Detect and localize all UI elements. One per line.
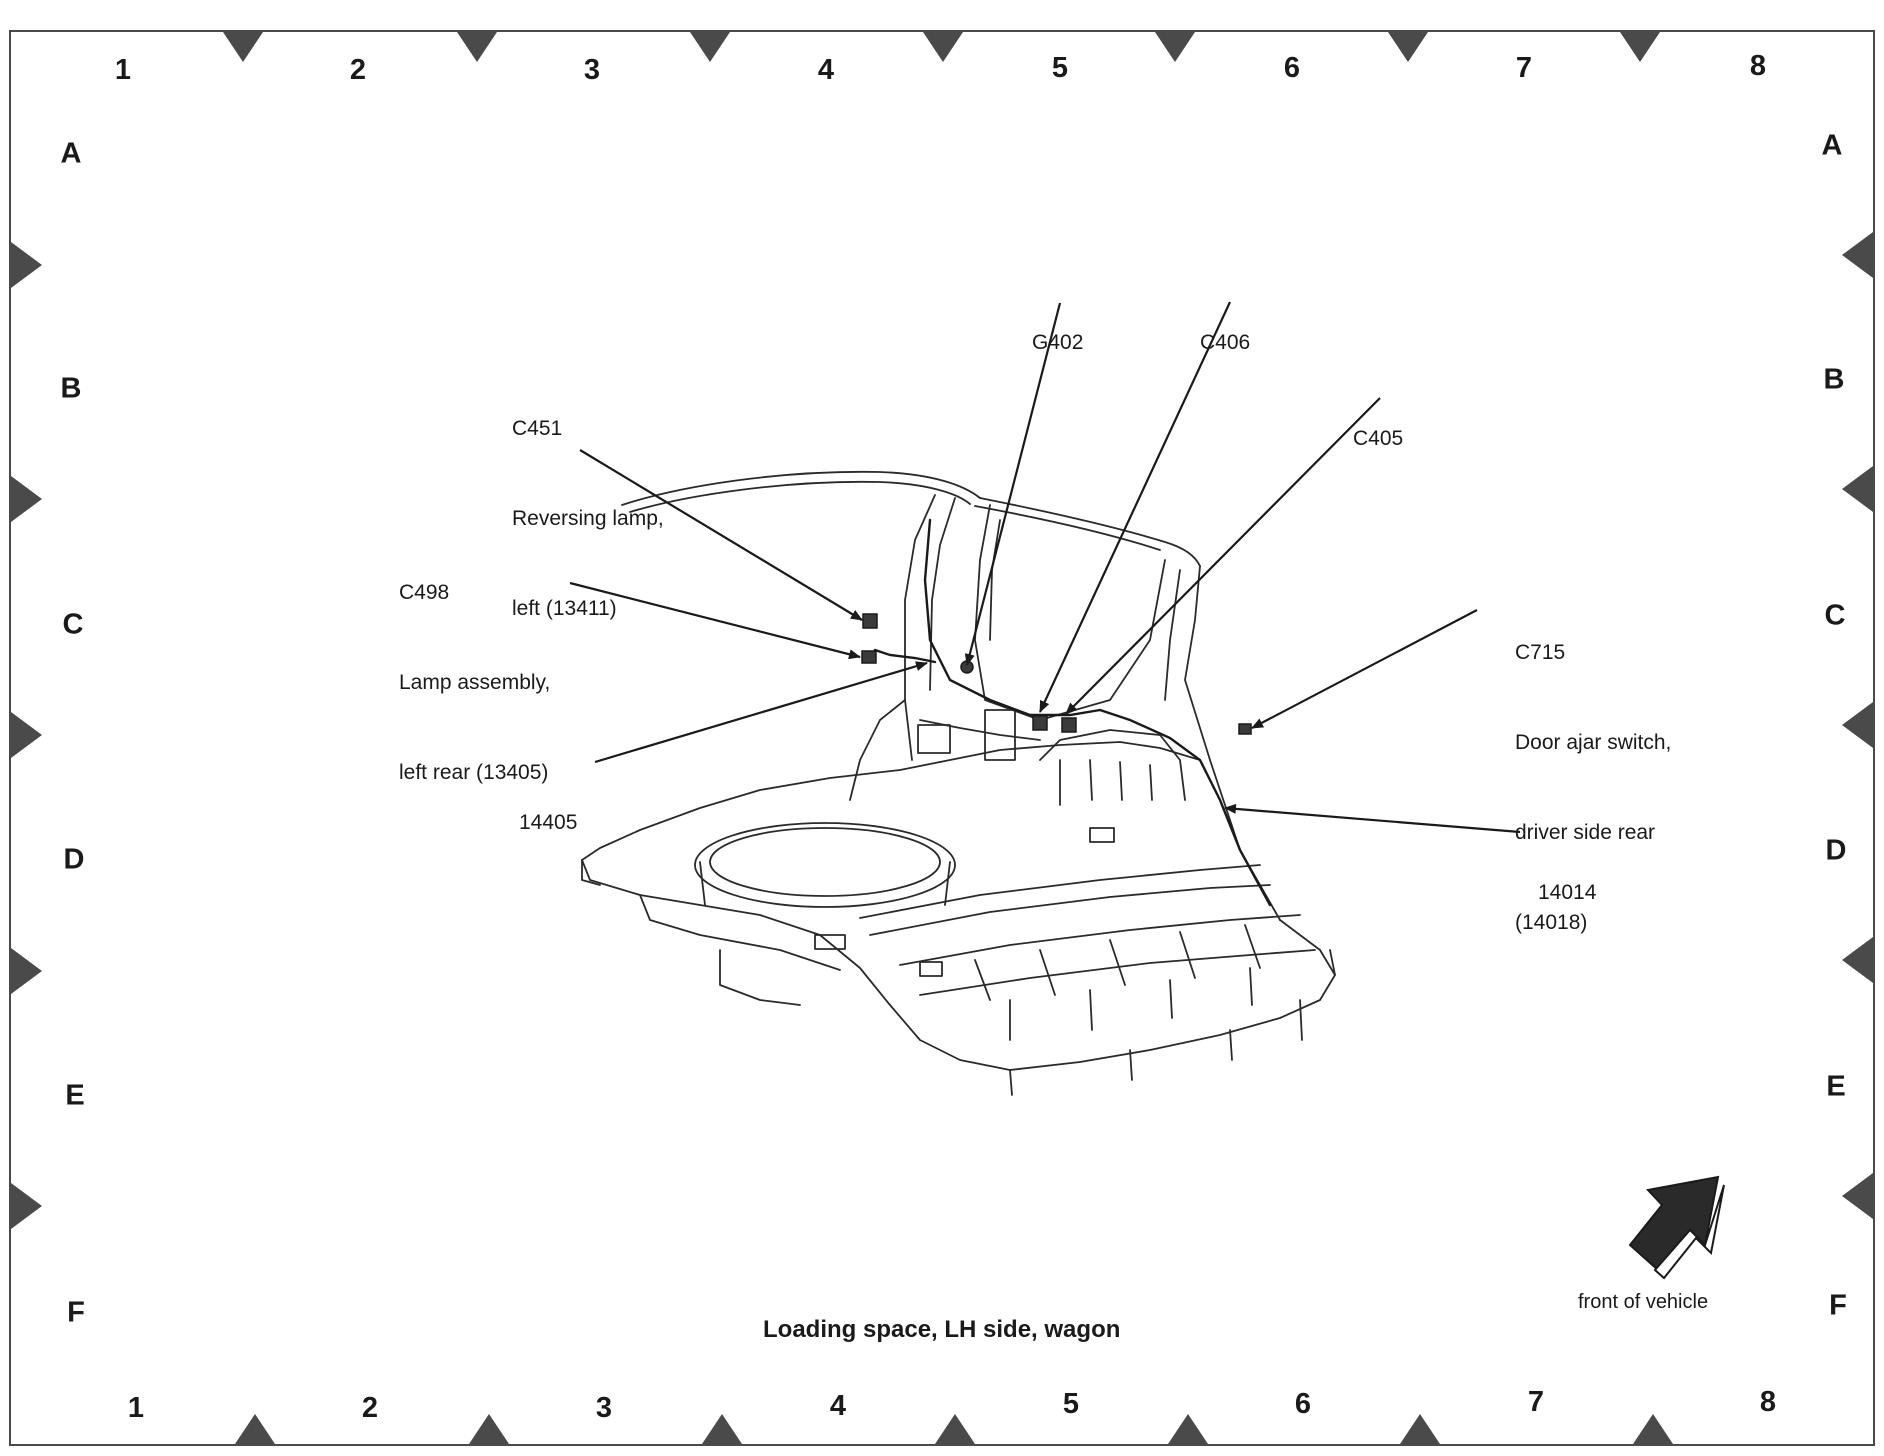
leader-c498 <box>569 581 861 660</box>
leader-c405 <box>1065 397 1381 715</box>
callout-14014: 14014 <box>1538 818 1596 938</box>
connector-c498-icon <box>861 650 877 664</box>
callout-c498: C498 Lamp assembly, left rear (13405) <box>399 518 550 818</box>
callout-c498-line2: left rear (13405) <box>399 761 549 784</box>
front-arrow-icon <box>1628 1175 1725 1280</box>
row-letter-left-e: E <box>65 1079 85 1112</box>
callout-c451-id: C451 <box>512 417 563 440</box>
column-number-bottom-6: 6 <box>1294 1388 1312 1420</box>
callout-c498-id: C498 <box>399 581 450 604</box>
column-number-bottom-2: 2 <box>361 1392 379 1424</box>
column-number-top-7: 7 <box>1515 52 1533 84</box>
connector-c451-icon <box>862 613 878 629</box>
leader-c715 <box>1251 609 1478 729</box>
column-number-bottom-3: 3 <box>595 1392 613 1424</box>
callout-c406-id: C406 <box>1200 331 1251 354</box>
callout-c715: C715 Door ajar switch, driver side rear … <box>1515 578 1671 968</box>
row-letter-left-b: B <box>60 372 82 405</box>
column-number-bottom-1: 1 <box>127 1392 145 1424</box>
leader-14014 <box>1224 803 1521 834</box>
connector-c715-icon <box>1238 723 1252 735</box>
vehicle-body-outline <box>581 470 1336 1096</box>
callout-c451-line2: left (13411) <box>512 597 617 620</box>
callout-c715-line1: Door ajar switch, <box>1515 731 1672 754</box>
leader-c406 <box>1039 301 1231 713</box>
callout-14405: 14405 <box>519 748 577 868</box>
callout-c405-id: C405 <box>1353 427 1404 450</box>
row-letter-left-c: C <box>62 608 84 641</box>
callout-g402-id: G402 <box>1032 331 1084 354</box>
column-number-bottom-4: 4 <box>829 1390 847 1422</box>
grid-markers-right <box>1842 232 1873 1219</box>
row-letter-left-d: D <box>63 843 85 876</box>
diagram-frame <box>9 30 1875 1446</box>
callout-c406: C406 <box>1200 268 1250 388</box>
callout-c498-line1: Lamp assembly, <box>399 671 551 694</box>
row-letter-right-a: A <box>1821 129 1843 162</box>
column-number-top-5: 5 <box>1051 52 1069 84</box>
row-letter-left-f: F <box>67 1296 85 1329</box>
callout-c715-line3: (14018) <box>1515 911 1588 934</box>
callout-c405: C405 <box>1353 364 1403 484</box>
column-number-bottom-8: 8 <box>1759 1386 1777 1418</box>
callout-c451-line1: Reversing lamp, <box>512 507 664 530</box>
callout-c715-line2: driver side rear <box>1515 821 1656 844</box>
column-number-top-8: 8 <box>1749 50 1767 82</box>
leader-14405 <box>594 661 928 764</box>
column-number-bottom-5: 5 <box>1062 1388 1080 1420</box>
connector-c405-icon <box>1061 717 1077 733</box>
row-letter-right-f: F <box>1829 1289 1847 1322</box>
callout-c451: C451 Reversing lamp, left (13411) <box>512 354 664 654</box>
row-letter-left-a: A <box>60 137 82 170</box>
column-number-bottom-7: 7 <box>1527 1386 1545 1418</box>
leader-lines <box>569 301 1521 834</box>
row-letter-right-e: E <box>1826 1070 1846 1103</box>
column-number-top-6: 6 <box>1283 52 1301 84</box>
grid-markers-top <box>223 32 1660 62</box>
row-letter-right-c: C <box>1824 599 1846 632</box>
column-number-top-2: 2 <box>349 54 367 86</box>
grid-markers-bottom <box>235 1414 1673 1444</box>
wiring-harness-14405 <box>873 518 1272 907</box>
callout-14405-id: 14405 <box>519 811 578 834</box>
connector-c406-icon <box>1032 715 1048 731</box>
front-of-vehicle-label: front of vehicle <box>1578 1291 1709 1313</box>
column-number-top-1: 1 <box>114 54 132 86</box>
callout-c715-id: C715 <box>1515 641 1566 664</box>
callout-14014-id: 14014 <box>1538 881 1597 904</box>
leader-g402 <box>964 302 1062 666</box>
callout-g402: G402 <box>1032 268 1083 388</box>
column-number-top-4: 4 <box>817 54 835 86</box>
leader-c451 <box>579 449 863 621</box>
column-number-top-3: 3 <box>583 54 601 86</box>
grid-markers-left <box>11 242 42 1229</box>
row-letter-right-b: B <box>1823 363 1845 396</box>
diagram-caption: Loading space, LH side, wagon <box>763 1316 1121 1343</box>
row-letter-right-d: D <box>1825 834 1847 867</box>
